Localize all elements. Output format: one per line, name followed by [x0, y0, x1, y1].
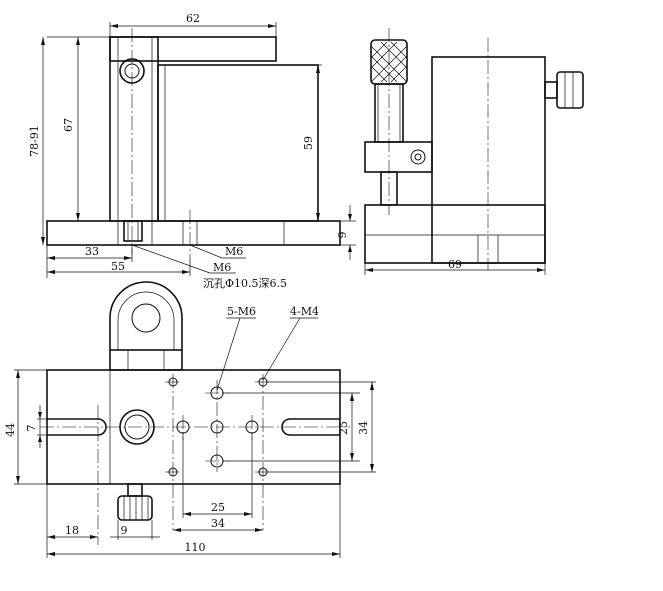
main-body — [157, 64, 319, 222]
dim-18: 18 — [65, 524, 79, 537]
top-arm — [109, 36, 277, 62]
side-bracket — [364, 141, 433, 173]
dim-34-horizontal: 34 — [211, 517, 225, 530]
bracket-hole — [410, 149, 426, 165]
top-view: 5-M6 4-M4 44 7 25 34 25 — [4, 281, 376, 558]
dim-34-vertical: 34 — [357, 421, 370, 435]
knob-circle-top — [131, 303, 161, 333]
base-plate — [46, 220, 341, 246]
label-counterbore: 沉孔Φ10.5深6.5 — [203, 277, 287, 290]
side-body — [431, 56, 546, 264]
side-base — [364, 204, 546, 264]
label-m6-a: M6 — [225, 245, 243, 258]
dim-55: 55 — [111, 260, 125, 273]
label-m6-b: M6 — [213, 261, 231, 274]
side-view: 69 — [364, 28, 584, 275]
dim-110: 110 — [185, 541, 206, 554]
side-knob-stem — [544, 81, 558, 99]
dim-62: 62 — [186, 12, 200, 25]
bottom-knob-stem — [127, 483, 143, 497]
dim-25-vertical: 25 — [337, 421, 350, 435]
knob-housing-base — [109, 349, 183, 371]
slot-left — [47, 418, 107, 436]
dim-25-horizontal: 25 — [211, 501, 225, 514]
dim-78-91: 78-91 — [28, 125, 41, 157]
side-knob — [556, 71, 584, 109]
dim-69: 69 — [448, 258, 462, 271]
dim-44: 44 — [4, 423, 17, 437]
dim-59: 59 — [302, 136, 315, 150]
dim-9-knob: 9 — [121, 524, 128, 537]
bottom-shaft — [123, 220, 143, 242]
knob-housing-round — [109, 281, 183, 350]
dim-33: 33 — [85, 245, 99, 258]
bottom-knob — [117, 495, 153, 521]
dim-9: 9 — [336, 232, 349, 239]
dim-67: 67 — [62, 118, 75, 132]
label-5-m6: 5-M6 — [227, 305, 256, 318]
dim-7: 7 — [25, 425, 38, 432]
label-4-m4: 4-M4 — [290, 305, 319, 318]
front-view: 62 78-91 67 59 9 33 55 — [28, 12, 356, 290]
